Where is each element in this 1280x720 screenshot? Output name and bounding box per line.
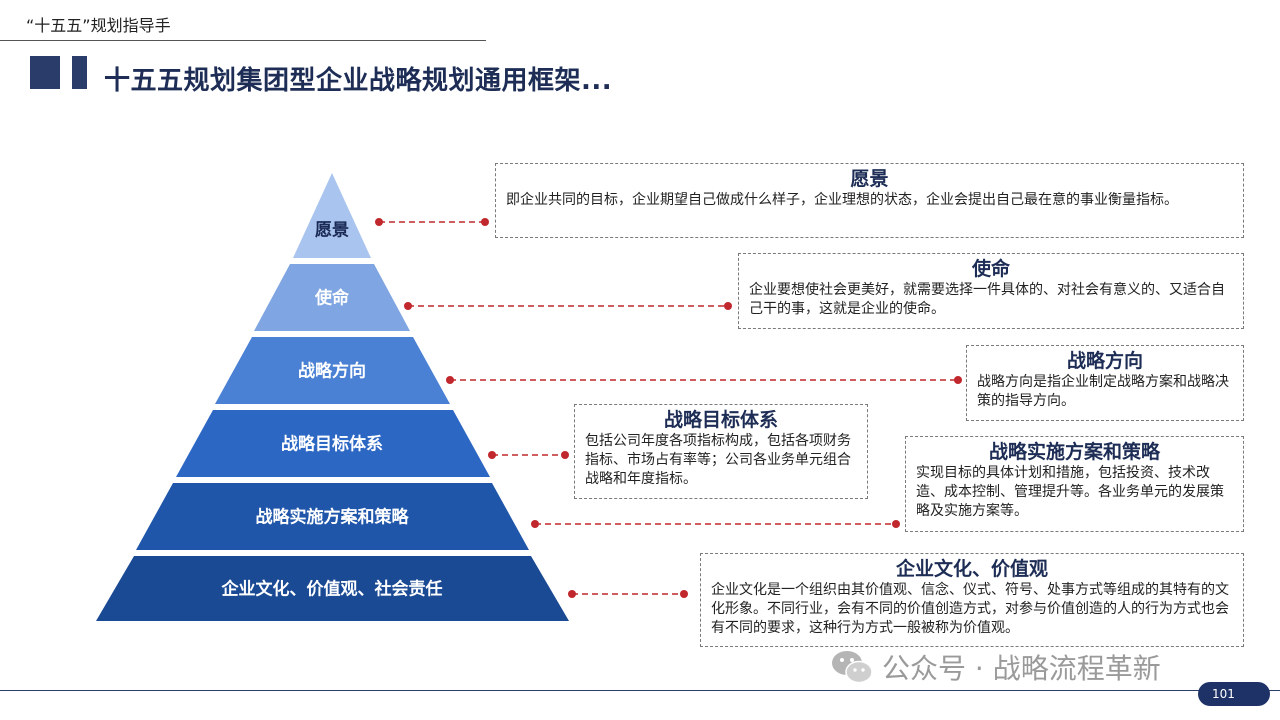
page-number-badge: 101 bbox=[1198, 682, 1270, 706]
pyramid-level-5-shape bbox=[136, 483, 529, 550]
watermark-text: 公众号 · 战略流程革新 bbox=[882, 652, 1161, 685]
description-box-direction: 战略方向 战略方向是指企业制定战略方案和战略决策的指导方向。 bbox=[966, 345, 1244, 421]
description-box-implementation: 战略实施方案和策略 实现目标的具体计划和措施，包括投资、技术改造、成本控制、管理… bbox=[905, 436, 1244, 532]
description-box-title: 战略实施方案和策略 bbox=[988, 441, 1160, 463]
footer-divider bbox=[0, 690, 1280, 691]
header-subtitle: “十五五”规划指导手 bbox=[26, 16, 171, 35]
pyramid-level-3-shape bbox=[215, 337, 450, 404]
description-box-vision: 愿景 即企业共同的目标，企业期望自己做成什么样子，企业理想的状态，企业会提出自己… bbox=[495, 163, 1244, 238]
pyramid-level-1-shape bbox=[293, 173, 371, 258]
pyramid-level-6-shape bbox=[96, 556, 569, 621]
wechat-icon bbox=[832, 651, 873, 684]
connector-6 bbox=[568, 590, 688, 598]
pyramid-level-3-label: 战略方向 bbox=[298, 361, 366, 382]
pyramid-level-4-shape bbox=[176, 410, 490, 477]
description-box-text: 实现目标的具体计划和措施，包括投资、技术改造、成本控制、管理提升等。各业务单元的… bbox=[916, 465, 1224, 519]
header-divider bbox=[0, 40, 486, 41]
pyramid-level-2-shape bbox=[254, 264, 410, 331]
title-marker-block bbox=[30, 56, 60, 89]
connector-5 bbox=[531, 520, 900, 528]
pyramid-level-1-label: 愿景 bbox=[315, 220, 349, 241]
description-box-goals: 战略目标体系 包括公司年度各项指标构成，包括各项财务指标、市场占有率等；公司各业… bbox=[574, 404, 868, 499]
description-box-text: 战略方向是指企业制定战略方案和战略决策的指导方向。 bbox=[977, 374, 1229, 409]
description-box-title: 愿景 bbox=[850, 168, 889, 190]
page-title: 十五五规划集团型企业战略规划通用框架... bbox=[104, 66, 613, 96]
description-box-culture: 企业文化、价值观 企业文化是一个组织由其价值观、信念、仪式、符号、处事方式等组成… bbox=[700, 553, 1244, 647]
description-box-text: 即企业共同的目标，企业期望自己做成什么样子，企业理想的状态，企业会提出自己最在意… bbox=[506, 192, 1178, 208]
connector-1 bbox=[375, 218, 489, 226]
description-box-title: 战略方向 bbox=[1066, 350, 1143, 372]
description-box-text: 包括公司年度各项指标构成，包括各项财务指标、市场占有率等；公司各业务单元组合战略… bbox=[585, 433, 851, 487]
pyramid-level-4-label: 战略目标体系 bbox=[281, 434, 383, 455]
description-box-title: 使命 bbox=[971, 258, 1010, 280]
connector-3 bbox=[446, 376, 962, 384]
pyramid-level-2-label: 使命 bbox=[315, 288, 349, 309]
pyramid-level-5-label: 战略实施方案和策略 bbox=[255, 507, 409, 528]
connector-2 bbox=[404, 302, 732, 310]
description-box-text: 企业要想使社会更美好，就需要选择一件具体的、对社会有意义的、又适合自己干的事，这… bbox=[749, 282, 1225, 317]
title-marker-bar bbox=[72, 56, 87, 89]
pyramid-level-6-label: 企业文化、价值观、社会责任 bbox=[221, 579, 443, 600]
connector-4 bbox=[488, 451, 569, 459]
description-box-title: 企业文化、价值观 bbox=[895, 558, 1048, 580]
description-box-title: 战略目标体系 bbox=[663, 409, 778, 431]
watermark: 公众号 · 战略流程革新 bbox=[830, 645, 1161, 689]
description-box-mission: 使命 企业要想使社会更美好，就需要选择一件具体的、对社会有意义的、又适合自己干的… bbox=[738, 253, 1244, 329]
description-box-text: 企业文化是一个组织由其价值观、信念、仪式、符号、处事方式等组成的其特有的文化形象… bbox=[711, 582, 1229, 636]
